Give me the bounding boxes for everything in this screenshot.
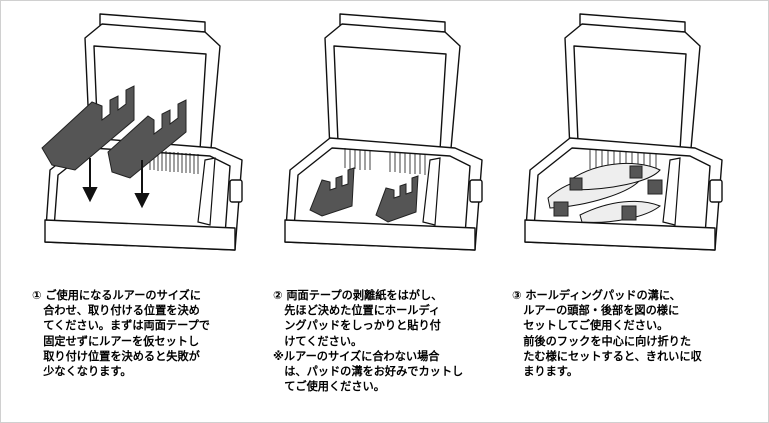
step-3-line: ③ ホールディングパッドの溝に、 xyxy=(512,289,681,302)
step-2-note-line: は、パッドの溝をお好みでカットし xyxy=(273,365,464,379)
step-1-line: 少なくなります。 xyxy=(32,365,132,379)
step-1-line: てください。まずは両面テープで xyxy=(32,319,210,333)
step-3-line: ルアーの頭部・後部を図の様に xyxy=(512,304,680,318)
step-2-line: ② 両面テープの剥離紙をはがし、 xyxy=(273,289,443,302)
step-1-line: ① ご使用になるルアーのサイズに xyxy=(32,289,201,302)
illustration-step-1 xyxy=(41,13,243,251)
step-3-text: ③ ホールディングパッドの溝に、 ルアーの頭部・後部を図の様に セットしてご使用… xyxy=(512,288,742,379)
step-1-line: 固定せずにルアーを仮セットし xyxy=(32,334,200,348)
step-3-line: セットしてご使用ください。 xyxy=(512,319,669,333)
step-3-line: まります。 xyxy=(512,365,579,379)
step-2-line: 先ほど決めた位置にホールディ xyxy=(273,304,441,318)
step-2-note-line: てご使用ください。 xyxy=(273,380,385,394)
step-2-line: けてください。 xyxy=(273,334,363,348)
step-3-line: 前後のフックを中心に向け折りた xyxy=(512,334,692,348)
illustration-step-2 xyxy=(284,13,483,251)
step-1-text: ① ご使用になるルアーのサイズに 合わせ、取り付ける位置を決め てください。まず… xyxy=(32,288,262,379)
step-3-line: たむ様にセットすると、きれいに収 xyxy=(512,349,702,363)
step-2-line: ングパッドをしっかりと貼り付 xyxy=(273,319,441,333)
step-1-line: 取り付け位置を決めると失敗が xyxy=(32,349,200,363)
step-2-text: ② 両面テープの剥離紙をはがし、 先ほど決めた位置にホールディ ングパッドをしっ… xyxy=(273,288,503,394)
illustration-step-3 xyxy=(524,13,723,251)
step-2-note-line: ※ルアーのサイズに合わない場合 xyxy=(273,349,440,363)
step-1-line: 合わせ、取り付ける位置を決め xyxy=(32,304,200,318)
